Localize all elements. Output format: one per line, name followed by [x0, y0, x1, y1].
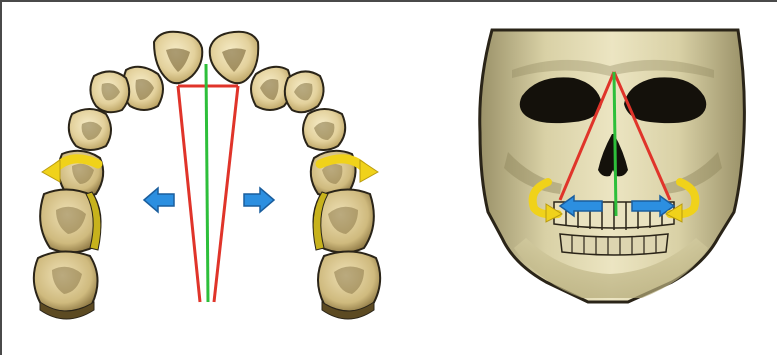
- tooth-icon: [303, 109, 345, 150]
- tooth-icon: [69, 109, 111, 150]
- tooth-icon: [285, 71, 324, 112]
- midline: [206, 64, 208, 302]
- expansion-arrow-icon: [144, 188, 174, 212]
- dental-arch-panel: [2, 2, 412, 357]
- expansion-arrow-icon: [244, 188, 274, 212]
- skull-diagram: [442, 2, 777, 357]
- tooth-icon: [154, 32, 202, 83]
- skull-panel: [442, 2, 777, 357]
- lower-teeth: [560, 234, 668, 255]
- midline: [614, 72, 616, 216]
- tooth-icon: [40, 189, 101, 252]
- tooth-icon: [313, 189, 374, 252]
- skull-icon: [480, 30, 745, 302]
- dental-arch-diagram: [2, 2, 412, 357]
- tooth-icon: [90, 71, 129, 112]
- tooth-icon: [318, 251, 380, 319]
- tooth-icon: [210, 32, 259, 83]
